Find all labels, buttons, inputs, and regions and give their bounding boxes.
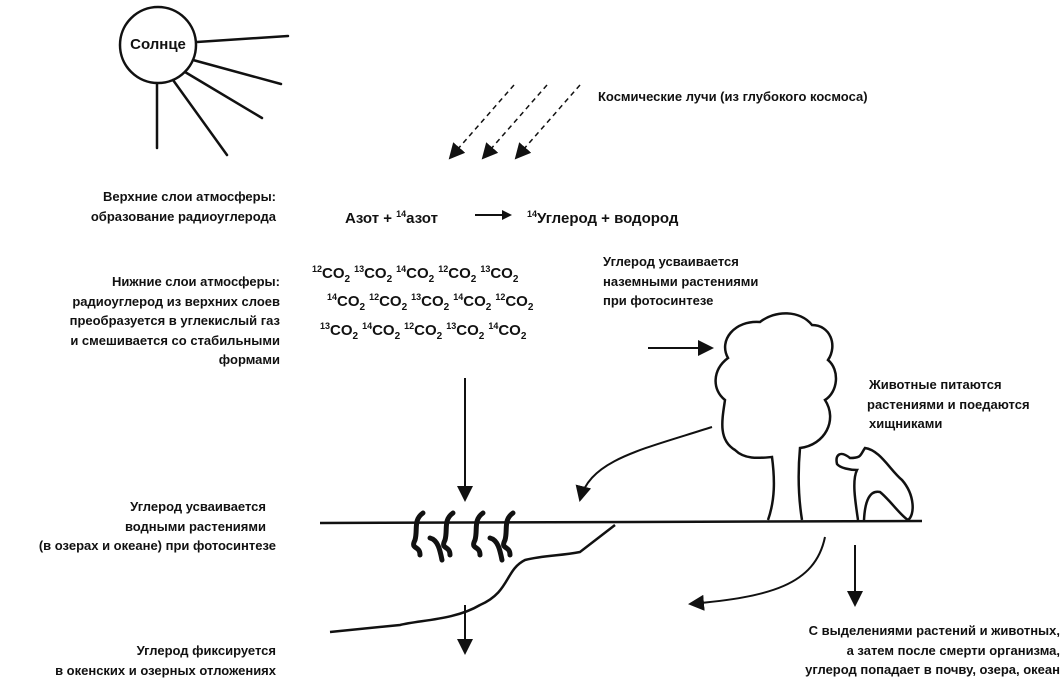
text-line: (в озерах и океане) при фотосинтезе	[38, 538, 276, 553]
co2-molecule: 12CO2	[495, 292, 534, 313]
text-line: углерод попадает в почву, озера, океан	[805, 662, 1060, 677]
land-plants-label: Углерод усваивается наземными растениями…	[603, 252, 758, 311]
water-boundary	[329, 524, 616, 634]
upper-atmosphere-label: Верхние слои атмосферы: образование ради…	[91, 187, 276, 226]
text-line: наземными растениями	[603, 273, 759, 289]
tree-icon	[714, 312, 838, 521]
sun-label: Солнце	[130, 36, 186, 53]
text-line: радиоуглерод из верхних слоев	[72, 293, 280, 309]
isotope: 14	[327, 292, 338, 302]
reaction-text: Углерод + водород	[537, 210, 679, 227]
co2-molecule: 14CO2	[453, 292, 492, 313]
isotope: 12	[312, 264, 323, 274]
co2-molecule: 13CO2	[411, 292, 450, 313]
text-line: водными растениями	[124, 518, 266, 534]
isotope: 14	[396, 264, 407, 274]
text-line: при фотосинтезе	[603, 293, 714, 308]
isotope: 12	[495, 292, 506, 302]
isotope: 12	[438, 264, 449, 274]
co2-molecule: 12CO2	[312, 264, 351, 285]
co2-row: 14CO212CO213CO214CO212CO2	[327, 292, 537, 313]
isotope: 13	[480, 264, 491, 274]
isotope: 13	[354, 264, 365, 274]
animals-arrow	[575, 426, 713, 502]
ground-line	[319, 519, 923, 525]
soil-arrow	[688, 536, 826, 611]
text-line: Животные питаются	[869, 377, 1002, 392]
isotope: 14	[488, 321, 499, 331]
co2-molecule: 13CO2	[354, 264, 393, 285]
lower-atmosphere-label: Нижние слои атмосферы: радиоуглерод из в…	[70, 272, 280, 370]
text-line: С выделениями растений и животных,	[808, 623, 1060, 638]
co2-molecule: 13CO2	[320, 321, 359, 342]
text-line: растениями и поедаются	[867, 396, 1030, 412]
text-line: преобразуется в углекислый газ	[69, 313, 280, 328]
text-line: формами	[218, 352, 280, 367]
text-line: Углерод фиксируется	[136, 643, 276, 658]
co2-molecule: 12CO2	[438, 264, 477, 285]
cosmic-ray-arrows	[448, 84, 581, 160]
isotope: 14	[362, 321, 373, 331]
co2-molecule: 13CO2	[446, 321, 485, 342]
water-plants-label: Углерод усваивается водными растениями (…	[39, 497, 276, 556]
co2-molecule: 14CO2	[488, 321, 527, 342]
sun-rays	[155, 34, 290, 157]
co2-molecule: 14CO2	[362, 321, 401, 342]
isotope: 13	[320, 321, 331, 331]
co2-molecule: 12CO2	[404, 321, 443, 342]
isotope: 14	[527, 209, 538, 219]
sun-icon	[118, 5, 198, 85]
text-line: в окенских и озерных отложениях	[55, 662, 276, 678]
co2-molecule: 13CO2	[480, 264, 519, 285]
text-line: Верхние слои атмосферы:	[102, 189, 276, 204]
cosmic-rays-label: Космические лучи (из глубокого космоса)	[598, 89, 868, 104]
reaction-text: азот	[406, 210, 438, 227]
co2-row: 12CO213CO214CO212CO213CO2	[312, 264, 522, 285]
soil-label: С выделениями растений и животных, а зат…	[805, 621, 1060, 680]
co2-molecule: 14CO2	[327, 292, 366, 313]
text-line: Углерод усваивается	[130, 499, 266, 514]
sediments-label: Углерод фиксируется в окенских и озерных…	[55, 641, 276, 680]
co2-molecule: 12CO2	[369, 292, 408, 313]
text-line: Углерод усваивается	[603, 254, 739, 269]
text-line: Нижние слои атмосферы:	[112, 274, 280, 289]
co2-molecule: 14CO2	[396, 264, 435, 285]
isotope: 14	[396, 209, 407, 219]
isotope: 14	[453, 292, 464, 302]
isotope: 13	[446, 321, 457, 331]
reaction-text: Азот +	[345, 210, 397, 227]
text-line: хищниками	[869, 416, 943, 431]
text-line: а затем после смерти организма,	[846, 642, 1060, 658]
co2-row: 13CO214CO212CO213CO214CO2	[320, 321, 530, 342]
text-line: образование радиоуглерода	[90, 208, 276, 224]
animal-icon	[835, 446, 914, 522]
isotope: 12	[404, 321, 415, 331]
isotope: 13	[411, 292, 422, 302]
text-line: и смешивается со стабильными	[70, 332, 280, 348]
seaweed-icons	[411, 510, 516, 563]
isotope: 12	[369, 292, 380, 302]
animals-label: Животные питаются растениями и поедаются…	[867, 375, 1030, 434]
reaction-right: 14Углерод + водород	[527, 205, 678, 229]
reaction-left: Азот + 14азот	[345, 205, 438, 229]
